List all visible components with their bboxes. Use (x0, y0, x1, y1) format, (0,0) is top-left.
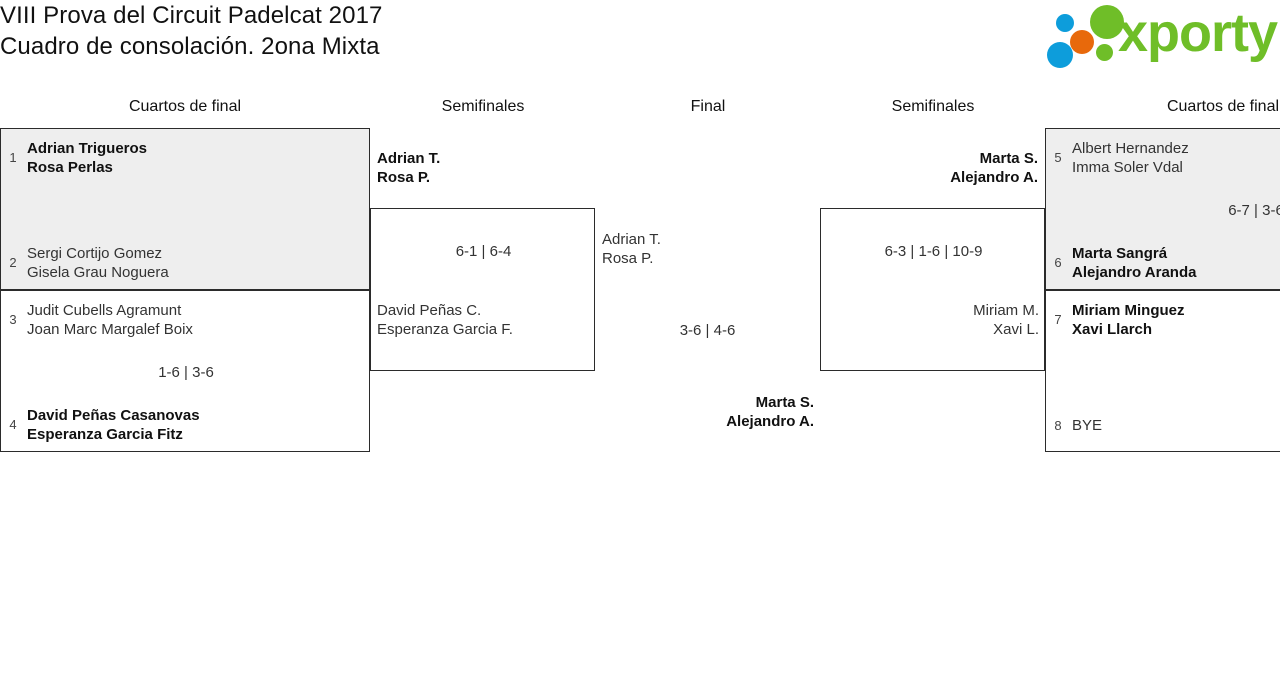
team-slot: 6 Marta Sangrá Alejandro Aranda (1054, 244, 1197, 282)
player-name-1: Marta S. (979, 150, 1038, 167)
page-title: VIII Prova del Circuit Padelcat 2017 Cua… (0, 0, 900, 62)
logo-dot-blue-large (1047, 42, 1073, 68)
team-slot: 1 Adrian Trigueros Rosa Perlas (9, 139, 361, 177)
player-name-2: Gisela Grau Noguera (27, 264, 169, 281)
player-name-1: Judit Cubells Agramunt (27, 302, 182, 319)
round-header-sf-right: Semifinales (891, 98, 975, 115)
player-name-2: Rosa Perlas (27, 159, 113, 176)
round-header-qf-right: Cuartos de final (1166, 98, 1280, 115)
player-name-2: Alejandro A. (726, 413, 814, 430)
player-name-2: Rosa P. (377, 169, 431, 186)
team-slot: 3 Judit Cubells Agramunt Joan Marc Marga… (9, 301, 361, 339)
player-name-2: Esperanza Garcia Fitz (27, 426, 183, 443)
player-name-1: Adrian Trigueros (27, 140, 148, 157)
player-name-1: Marta Sangrá (1072, 245, 1168, 262)
final-left-team: Adrian T. Rosa P. (602, 230, 661, 268)
match-score: 1-6 | 3-6 (158, 364, 214, 381)
match-qf-left-2[interactable]: 3 Judit Cubells Agramunt Joan Marc Marga… (0, 290, 370, 452)
seed-number: 4 (9, 417, 17, 432)
team-slot: 7 Miriam Minguez Xavi Llarch (1054, 301, 1185, 339)
player-name-1: David Peñas C. (377, 302, 482, 319)
team-slot: 5 Albert Hernandez Imma Soler Vdal (1054, 139, 1189, 177)
logo-dot-green-large (1090, 5, 1124, 39)
player-name-1: Sergi Cortijo Gomez (27, 245, 163, 262)
sf-right-bottom-team: Miriam M. Xavi L. (821, 301, 1039, 339)
seed-number: 7 (1054, 312, 1062, 327)
team-slot: 8 BYE (1054, 416, 1103, 435)
final-score: 3-6 | 4-6 (679, 322, 736, 339)
xporty-logo[interactable]: xporty (1042, 2, 1278, 68)
match-qf-right-2[interactable]: 7 Miriam Minguez Xavi Llarch 8 BYE (1045, 290, 1280, 452)
round-header-sf-left: Semifinales (441, 98, 525, 115)
match-sf-right[interactable]: 6-3 | 1-6 | 10-9 Miriam M. Xavi L. (820, 208, 1045, 371)
round-header-qf-left: Cuartos de final (128, 98, 242, 115)
match-score: 6-7 | 3-6 (1228, 202, 1280, 219)
round-header-final: Final (690, 98, 726, 115)
match-qf-left-1[interactable]: 1 Adrian Trigueros Rosa Perlas 2 Sergi C… (0, 128, 370, 290)
match-sf-left[interactable]: 6-1 | 6-4 David Peñas C. Esperanza Garci… (370, 208, 595, 371)
seed-number: 1 (9, 150, 17, 165)
player-name-2: Imma Soler Vdal (1072, 159, 1183, 176)
player-name-2: Alejandro A. (950, 169, 1038, 186)
player-name-2: Rosa P. (602, 250, 654, 267)
seed-number: 6 (1054, 255, 1062, 270)
match-score: 6-3 | 1-6 | 10-9 (884, 243, 983, 260)
player-name-2: Xavi L. (993, 321, 1039, 338)
player-name-1: Miriam Minguez (1072, 302, 1185, 319)
player-name-1: David Peñas Casanovas (27, 407, 200, 424)
player-name-2: Xavi Llarch (1072, 321, 1153, 338)
player-name-2: Esperanza Garcia F. (377, 321, 513, 338)
player-name-1: Marta S. (755, 394, 814, 411)
player-name-1: Albert Hernandez (1072, 140, 1189, 157)
seed-number: 8 (1054, 418, 1062, 433)
player-name-2: Joan Marc Margalef Boix (27, 321, 193, 338)
seed-number: 2 (9, 255, 17, 270)
player-name-1: BYE (1072, 417, 1103, 434)
tournament-name: VIII Prova del Circuit Padelcat 2017 (0, 2, 383, 29)
final-right-team: Marta S. Alejandro A. (600, 393, 814, 431)
logo-wordmark: xporty (1118, 3, 1278, 63)
sf-left-bottom-team: David Peñas C. Esperanza Garcia F. (377, 301, 513, 339)
team-slot: 2 Sergi Cortijo Gomez Gisela Grau Noguer… (9, 244, 361, 282)
team-slot: 4 David Peñas Casanovas Esperanza Garcia… (9, 406, 361, 444)
player-name-1: Adrian T. (377, 150, 441, 167)
logo-dot-blue-small (1056, 14, 1074, 32)
sf-right-top-team: Marta S. Alejandro A. (820, 149, 1038, 187)
tournament-subtitle: Cuadro de consolación. 2ona Mixta (0, 33, 380, 60)
match-score: 6-1 | 6-4 (455, 243, 512, 260)
sf-left-top-team: Adrian T. Rosa P. (377, 149, 440, 187)
seed-number: 3 (9, 312, 17, 327)
seed-number: 5 (1054, 150, 1062, 165)
player-name-1: Adrian T. (602, 231, 661, 248)
match-qf-right-1[interactable]: 5 Albert Hernandez Imma Soler Vdal 6-7 |… (1045, 128, 1280, 290)
player-name-2: Alejandro Aranda (1072, 264, 1197, 281)
player-name-1: Miriam M. (973, 302, 1039, 319)
logo-dot-orange (1070, 30, 1094, 54)
logo-dot-green-small (1096, 44, 1113, 61)
